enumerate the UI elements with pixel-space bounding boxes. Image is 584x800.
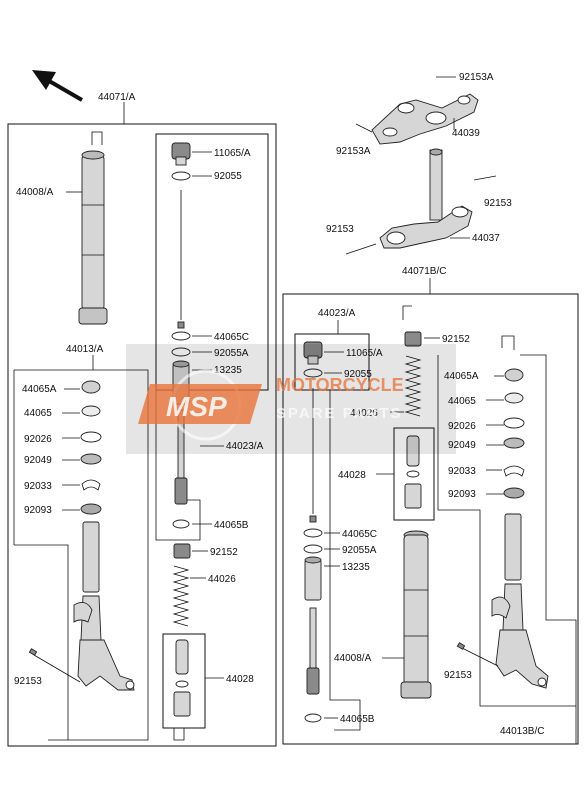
outer-tube-part-right — [400, 530, 432, 699]
label-44028-left: 44028 — [226, 674, 254, 685]
steering-stem-part — [379, 148, 473, 249]
label-13235-right: 13235 — [342, 562, 370, 573]
spring-part — [172, 565, 190, 627]
label-92153A-top: 92153A — [459, 72, 494, 83]
nut-part-right — [404, 331, 422, 347]
label-44065C-right: 44065C — [342, 529, 377, 540]
label-11065A-right: 11065/A — [346, 348, 383, 359]
label-92049-left: 92049 — [24, 455, 52, 466]
label-44013A: 44013/A — [66, 344, 104, 355]
label-44065C-left: 44065C — [214, 332, 249, 343]
label-92055A-right: 92055A — [342, 545, 377, 556]
label-44008A-left: 44008/A — [16, 187, 54, 198]
label-44023A-left: 44023/A — [226, 441, 264, 452]
label-92033-left: 92033 — [24, 481, 52, 492]
cap-bolt-part-right — [303, 341, 323, 365]
label-44039: 44039 — [452, 128, 480, 139]
label-92153-left: 92153 — [14, 676, 42, 687]
right-assembly-frame — [282, 293, 579, 745]
label-44065B-left: 44065B — [214, 520, 249, 531]
label-44008A-right: 44008/A — [334, 653, 372, 664]
label-92055A-left: 92055A — [214, 348, 249, 359]
label-92055-right: 92055 — [344, 369, 372, 380]
label-44013BC: 44013B/C — [500, 726, 544, 737]
cap-bolt-part — [171, 142, 191, 166]
label-44065B-right: 44065B — [340, 714, 375, 725]
label-44071A: 44071/A — [98, 92, 136, 103]
spring-part-right — [404, 355, 422, 417]
label-92153-lowright: 92153 — [444, 670, 472, 681]
outer-tube-part — [78, 150, 108, 325]
steering-clamps: 92153A 44039 92153A 92153 92153 44037 — [326, 72, 512, 255]
label-92153-right: 92153 — [484, 198, 512, 209]
watermark-line1: MOTORCYCLE — [276, 375, 404, 395]
label-44023A-right: 44023/A — [318, 308, 356, 319]
upper-bracket-part — [371, 93, 479, 145]
label-92026-right: 92026 — [448, 421, 476, 432]
arrow-northwest-icon — [32, 70, 84, 102]
bushing-part — [81, 380, 101, 394]
label-44065A-left: 44065A — [22, 384, 57, 395]
label-44071BC: 44071B/C — [402, 266, 446, 277]
right-fork-assembly: 44071B/C 44023/A 11065/A 92055 44065C 92… — [282, 266, 579, 745]
label-92152-right: 92152 — [442, 334, 470, 345]
label-92093-right: 92093 — [448, 489, 476, 500]
label-44026-left: 44026 — [208, 574, 236, 585]
label-92049-right: 92049 — [448, 440, 476, 451]
label-44065-right: 44065 — [448, 396, 476, 407]
label-44037: 44037 — [472, 233, 500, 244]
watermark-badge-text: MSP — [166, 391, 227, 422]
left-assembly-frame — [7, 123, 277, 747]
inner-tube-part-right — [491, 513, 549, 689]
label-44065A-right: 44065A — [444, 371, 479, 382]
label-13235-left: 13235 — [214, 365, 242, 376]
watermark: MSP MOTORCYCLE SPARE PARTS — [126, 344, 456, 454]
damper-rod-part-right — [306, 607, 320, 695]
piston-part-right — [304, 556, 322, 601]
label-44026-right: 44026 — [350, 408, 378, 419]
label-92152-left: 92152 — [210, 547, 238, 558]
label-44065-left: 44065 — [24, 408, 52, 419]
label-92055-left: 92055 — [214, 171, 242, 182]
watermark-line2: SPARE PARTS — [276, 405, 402, 422]
spring-guide-part-right — [404, 435, 422, 509]
spring-guide-part — [173, 639, 191, 717]
cartridge-frame-right — [294, 333, 370, 391]
msp-logo-badge: MSP — [138, 384, 262, 424]
left-fork-assembly: 44071/A 44008/A 11065/A 92055 44065C — [7, 92, 277, 747]
label-92093-left: 92093 — [24, 505, 52, 516]
nut-part — [173, 543, 191, 559]
label-92153A-mid: 92153A — [336, 146, 371, 157]
label-11065A-left: 11065/A — [214, 148, 251, 159]
label-44028-right: 44028 — [338, 470, 366, 481]
label-92153-mid: 92153 — [326, 224, 354, 235]
inner-tube-part — [73, 521, 135, 691]
label-92033-right: 92033 — [448, 466, 476, 477]
label-92026-left: 92026 — [24, 434, 52, 445]
